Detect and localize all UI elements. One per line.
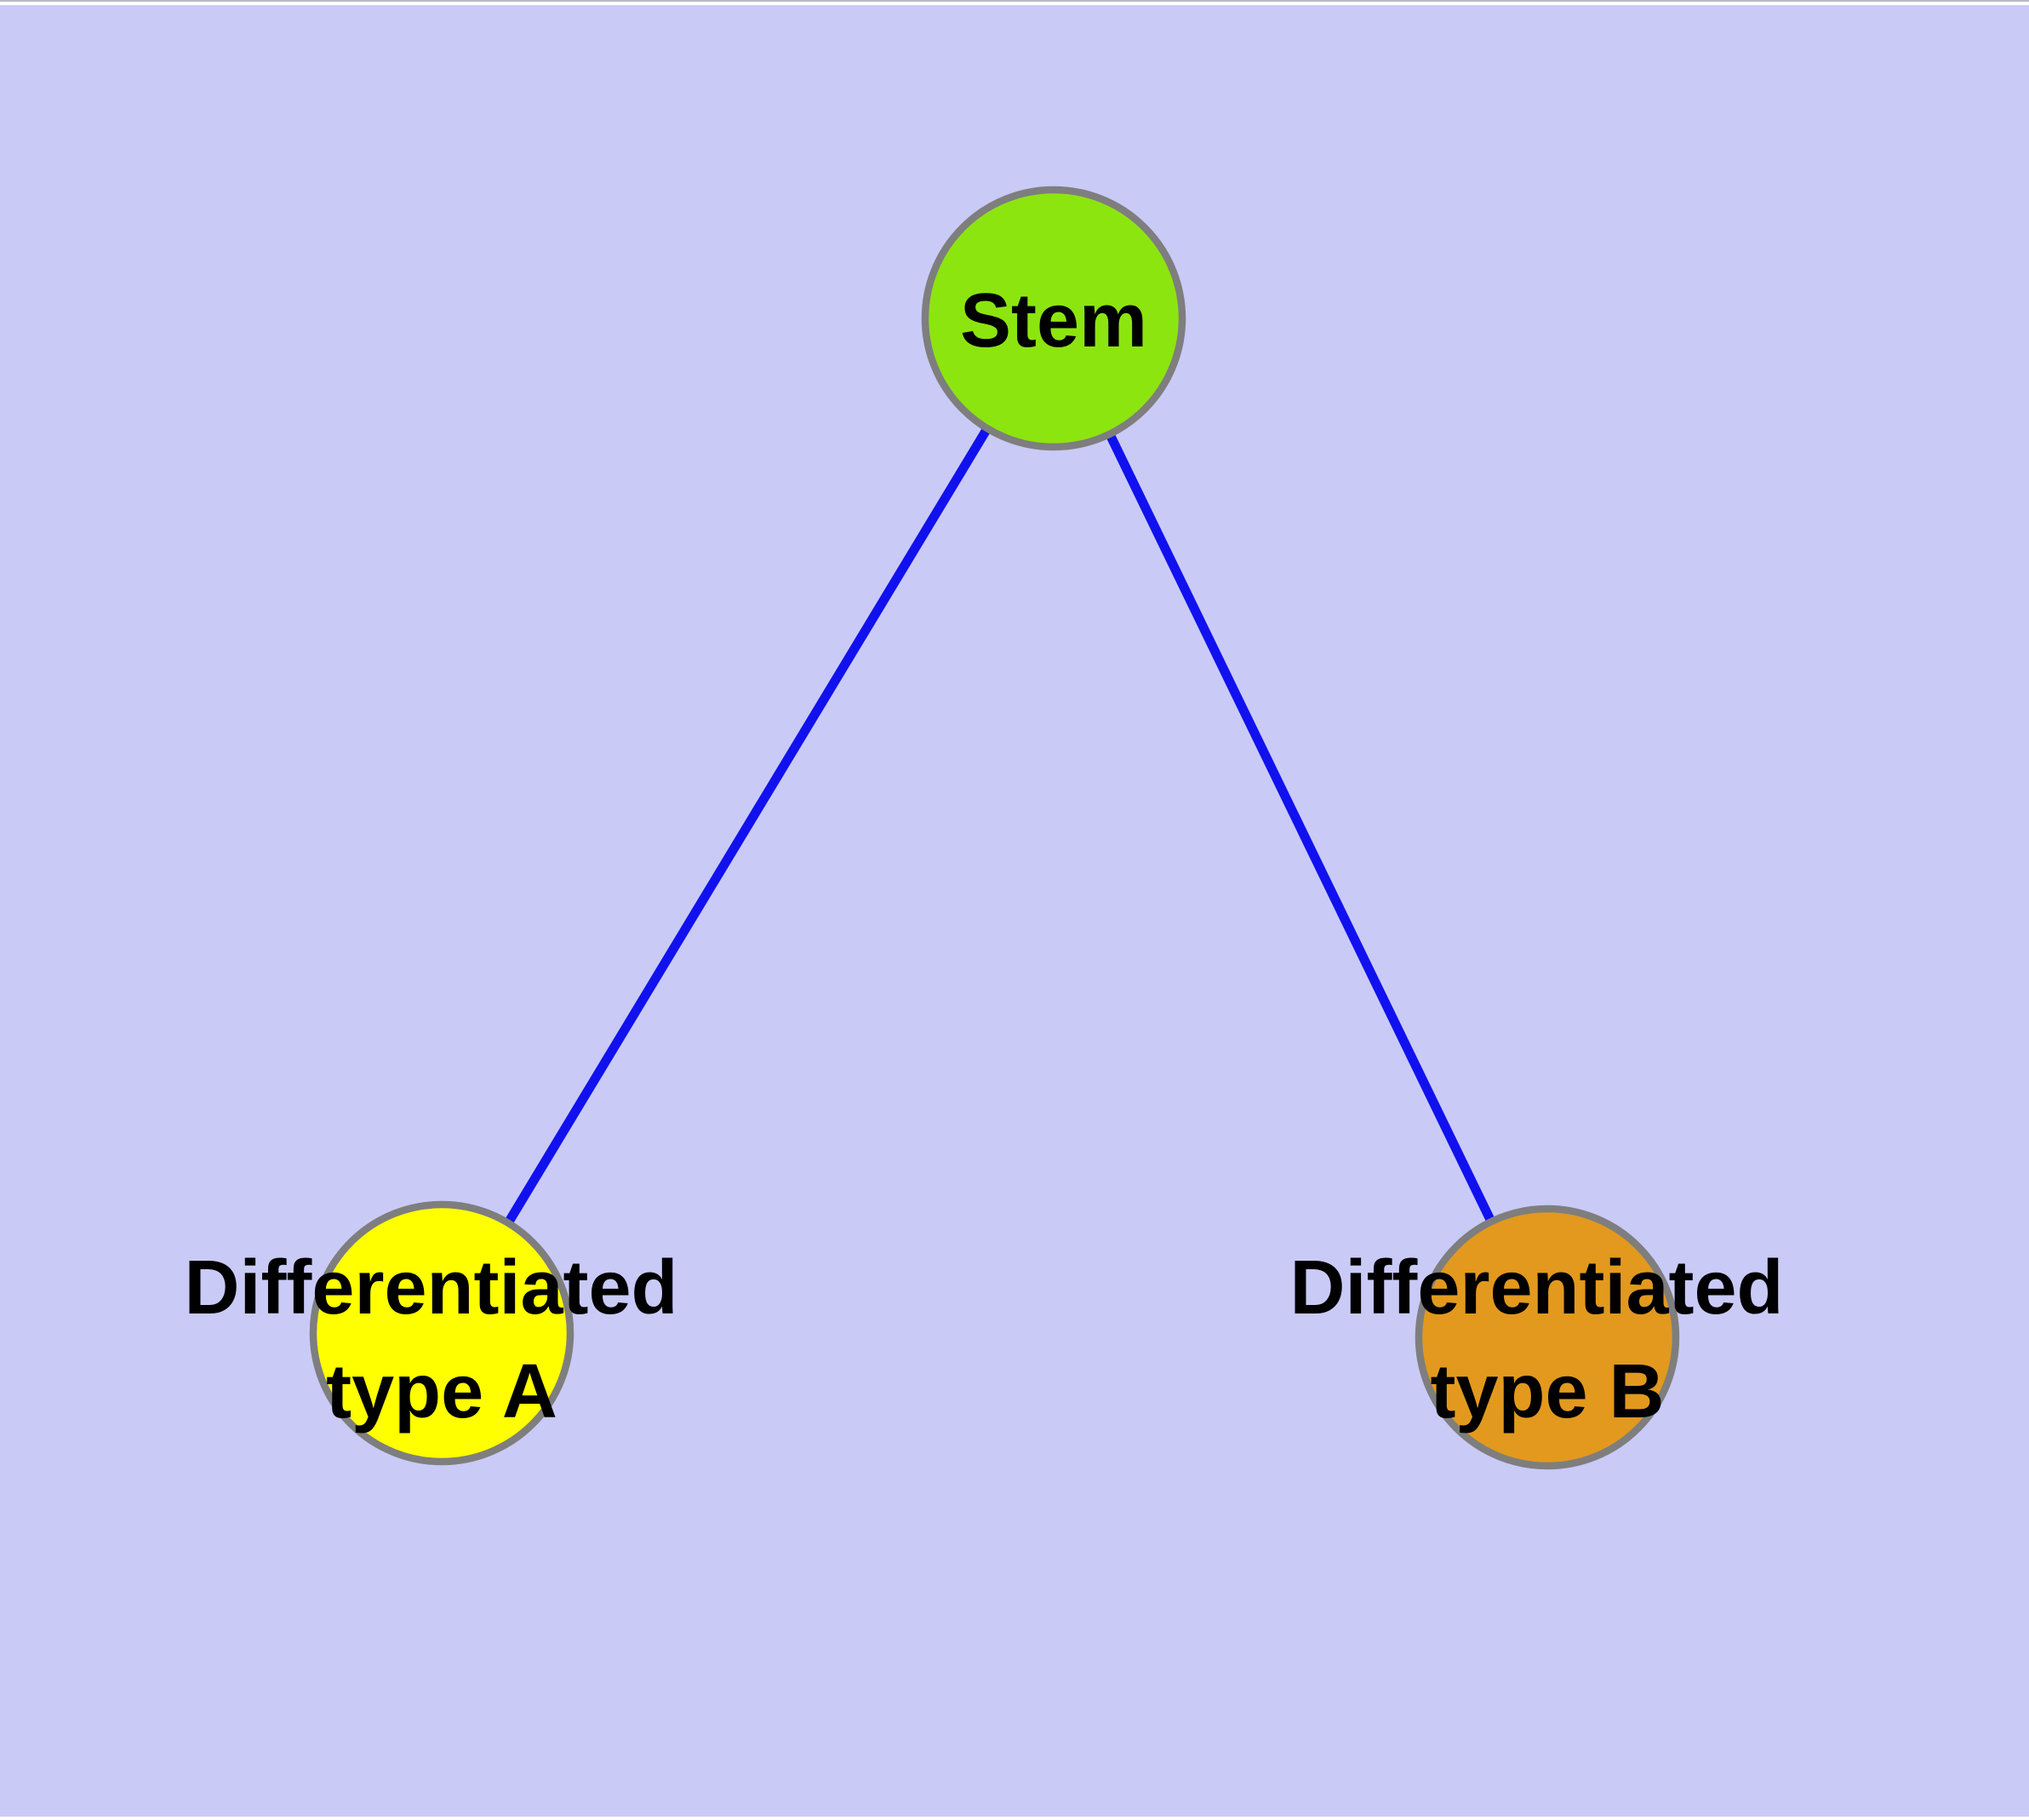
type-a-label-line1: Differentiated (184, 1245, 677, 1331)
stem-node (921, 186, 1186, 451)
type-a-node-label: Differentiated type A (184, 1245, 699, 1434)
type-b-node (1415, 1205, 1680, 1470)
type-b-label-line2: type B (1430, 1349, 1664, 1434)
type-b-node-label: Differentiated type B (1289, 1245, 1804, 1434)
type-b-label-line1: Differentiated (1289, 1245, 1783, 1331)
edge-stem-to-type-a (437, 316, 1058, 1336)
type-a-label-line2: type A (326, 1349, 557, 1434)
edge-stem-to-type-b (1049, 316, 1552, 1340)
type-a-node (309, 1200, 574, 1466)
stem-node-label: Stem (960, 278, 1147, 363)
